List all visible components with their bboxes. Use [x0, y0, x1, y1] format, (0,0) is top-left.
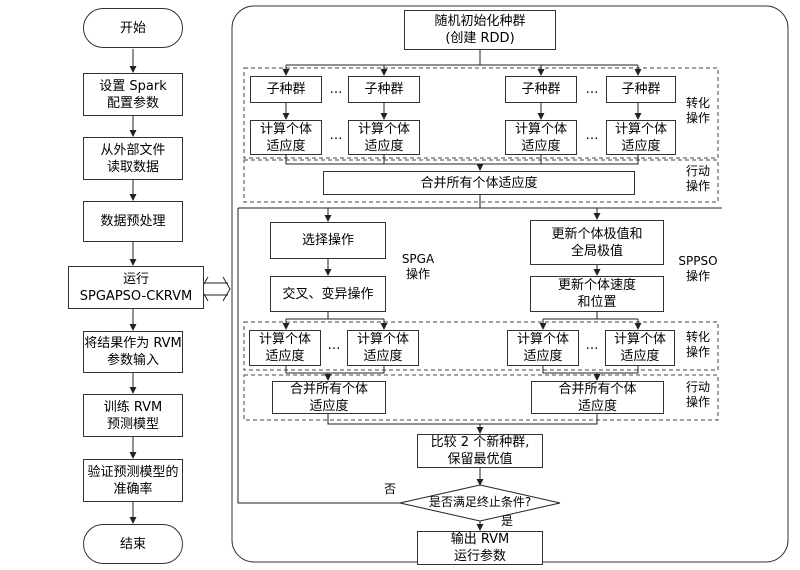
train-box: 训练 RVM 预测模型: [83, 394, 183, 437]
subpop-box-1: 子种群: [250, 76, 322, 103]
crossover-op-label: 交叉、变异操作: [282, 286, 374, 302]
update-extreme-label: 更新个体极值和 全局极值: [551, 226, 643, 259]
update-velocity-label: 更新个体速度 和位置: [557, 278, 636, 310]
calc-fitness-box-7: 计算个体 适应度: [507, 330, 579, 366]
preprocess-label: 数据预处理: [100, 214, 166, 229]
select-op-label: 选择操作: [301, 233, 354, 248]
calc-fitness-label-4: 计算个体 适应度: [614, 121, 667, 154]
subpop-label-3: 子种群: [521, 82, 561, 97]
calc-fitness-label-3: 计算个体 适应度: [514, 121, 567, 154]
verify-box: 验证预测模型的 准确率: [83, 459, 183, 502]
preprocess-box: 数据预处理: [83, 201, 183, 242]
calc-fitness-box-2: 计算个体 适应度: [348, 120, 420, 155]
crossover-op-box: 交叉、变异操作: [270, 276, 386, 312]
result-param-box: 将结果作为 RVM 参数输入: [83, 331, 183, 373]
ellipsis-calc-lower-left: …: [327, 338, 341, 353]
train-label: 训练 RVM 预测模型: [103, 399, 163, 432]
update-velocity-box: 更新个体速度 和位置: [530, 276, 664, 312]
run-box: 运行 SPGAPSO-CKRVM: [68, 266, 204, 309]
subpop-box-2: 子种群: [348, 76, 420, 103]
calc-fitness-box-5: 计算个体 适应度: [249, 330, 321, 366]
ellipsis-subpop-left: …: [329, 82, 343, 97]
end-terminal: 结束: [83, 524, 183, 564]
verify-label: 验证预测模型的 准确率: [87, 464, 179, 497]
transform-op-label-bottom: 转化 操作: [685, 330, 710, 359]
result-param-label: 将结果作为 RVM 参数输入: [84, 336, 182, 368]
read-data-box: 从外部文件 读取数据: [83, 137, 183, 180]
calc-fitness-box-6: 计算个体 适应度: [347, 330, 419, 366]
terminate-decision-label: 是否满足终止条件?: [428, 495, 532, 509]
calc-fitness-label-1: 计算个体 适应度: [259, 121, 312, 154]
ellipsis-calc-lower-right: …: [585, 338, 599, 353]
calc-fitness-box-1: 计算个体 适应度: [250, 120, 322, 155]
select-op-box: 选择操作: [270, 222, 386, 259]
merge-fitness-label-sppso: 合并所有个体 适应度: [558, 381, 637, 414]
calc-fitness-label-2: 计算个体 适应度: [357, 121, 410, 154]
compare-box: 比较 2 个新种群, 保留最优值: [417, 434, 543, 468]
action-op-label-bottom: 行动 操作: [685, 380, 710, 409]
end-label: 结束: [119, 536, 146, 552]
init-population-label: 随机初始化种群 (创建 RDD): [434, 14, 526, 46]
subpop-label-2: 子种群: [364, 82, 404, 97]
action-op-label-top: 行动 操作: [685, 164, 710, 193]
merge-fitness-label-spga: 合并所有个体 适应度: [289, 381, 368, 414]
calc-fitness-label-5: 计算个体 适应度: [258, 332, 311, 364]
compare-label: 比较 2 个新种群, 保留最优值: [430, 435, 530, 467]
calc-fitness-box-4: 计算个体 适应度: [606, 120, 676, 155]
yes-label: 是: [500, 514, 513, 528]
calc-fitness-box-3: 计算个体 适应度: [505, 120, 577, 155]
run-label: 运行 SPGAPSO-CKRVM: [79, 271, 193, 304]
init-population-box: 随机初始化种群 (创建 RDD): [404, 10, 556, 50]
transform-op-label-top: 转化 操作: [685, 96, 710, 125]
update-extreme-box: 更新个体极值和 全局极值: [530, 220, 664, 265]
subpop-box-3: 子种群: [505, 76, 577, 103]
calc-fitness-label-7: 计算个体 适应度: [516, 332, 569, 364]
start-terminal: 开始: [83, 8, 183, 48]
calc-fitness-box-8: 计算个体 适应度: [605, 330, 675, 366]
sppso-label: SPPSO 操作: [678, 254, 718, 283]
no-label: 否: [383, 482, 396, 496]
calc-fitness-label-6: 计算个体 适应度: [356, 332, 409, 364]
read-data-label: 从外部文件 读取数据: [100, 142, 166, 175]
start-label: 开始: [119, 20, 146, 36]
set-spark-box: 设置 Spark 配置参数: [83, 73, 183, 116]
subpop-box-4: 子种群: [606, 76, 676, 103]
spga-label: SPGA 操作: [401, 252, 435, 281]
merge-all-fitness-label: 合并所有个体适应度: [420, 175, 538, 191]
set-spark-label: 设置 Spark 配置参数: [99, 78, 167, 111]
ellipsis-calc-left: …: [329, 128, 343, 143]
merge-fitness-box-spga: 合并所有个体 适应度: [272, 381, 386, 414]
output-label: 输出 RVM 运行参数: [450, 532, 510, 564]
calc-fitness-label-8: 计算个体 适应度: [613, 332, 666, 364]
ellipsis-calc-right: …: [585, 128, 599, 143]
merge-fitness-box-sppso: 合并所有个体 适应度: [531, 381, 664, 414]
ellipsis-subpop-right: …: [585, 82, 599, 97]
subpop-label-4: 子种群: [621, 82, 661, 97]
subpop-label-1: 子种群: [266, 82, 306, 97]
output-box: 输出 RVM 运行参数: [417, 531, 543, 565]
merge-all-fitness-box: 合并所有个体适应度: [323, 171, 635, 195]
